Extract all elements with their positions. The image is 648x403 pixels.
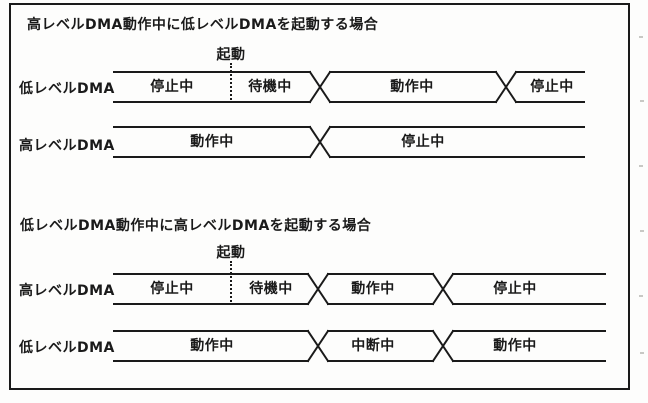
- scan-artifact: [640, 230, 644, 232]
- figure-border: [9, 3, 630, 390]
- diagram1-title: 高レベルDMA動作中に低レベルDMAを起動する場合: [27, 17, 379, 33]
- diagram2-signal1-label: 高レベルDMA: [19, 283, 115, 299]
- state-label: 待機中: [248, 79, 292, 95]
- diagram1-trigger-dashed-line: [230, 63, 232, 103]
- scan-artifact: [640, 352, 644, 354]
- state-label: 待機中: [249, 281, 293, 297]
- scan-artifact: [639, 295, 643, 297]
- scan-artifact: [639, 165, 643, 167]
- state-label: 停止中: [530, 79, 574, 95]
- state-label: 停止中: [150, 79, 194, 95]
- diagram2-trigger-dashed-line: [230, 261, 232, 305]
- scan-artifact: [639, 36, 643, 38]
- diagram2-signal2-label: 低レベルDMA: [19, 340, 115, 356]
- diagram2-title: 低レベルDMA動作中に高レベルDMAを起動する場合: [20, 218, 372, 234]
- state-label: 停止中: [493, 281, 537, 297]
- state-label: 動作中: [190, 338, 234, 354]
- state-label: 動作中: [190, 134, 234, 150]
- state-label: 中断中: [351, 338, 395, 354]
- state-label: 動作中: [493, 338, 537, 354]
- diagram1-signal2-label: 高レベルDMA: [19, 138, 115, 154]
- diagram1-signal1-label: 低レベルDMA: [19, 81, 115, 97]
- state-label: 停止中: [401, 134, 445, 150]
- state-label: 動作中: [351, 281, 395, 297]
- diagram1-trigger-label: 起動: [216, 47, 246, 63]
- diagram2-trigger-label: 起動: [216, 245, 246, 261]
- scan-artifact: [640, 100, 644, 102]
- state-label: 動作中: [390, 79, 434, 95]
- state-label: 停止中: [150, 281, 194, 297]
